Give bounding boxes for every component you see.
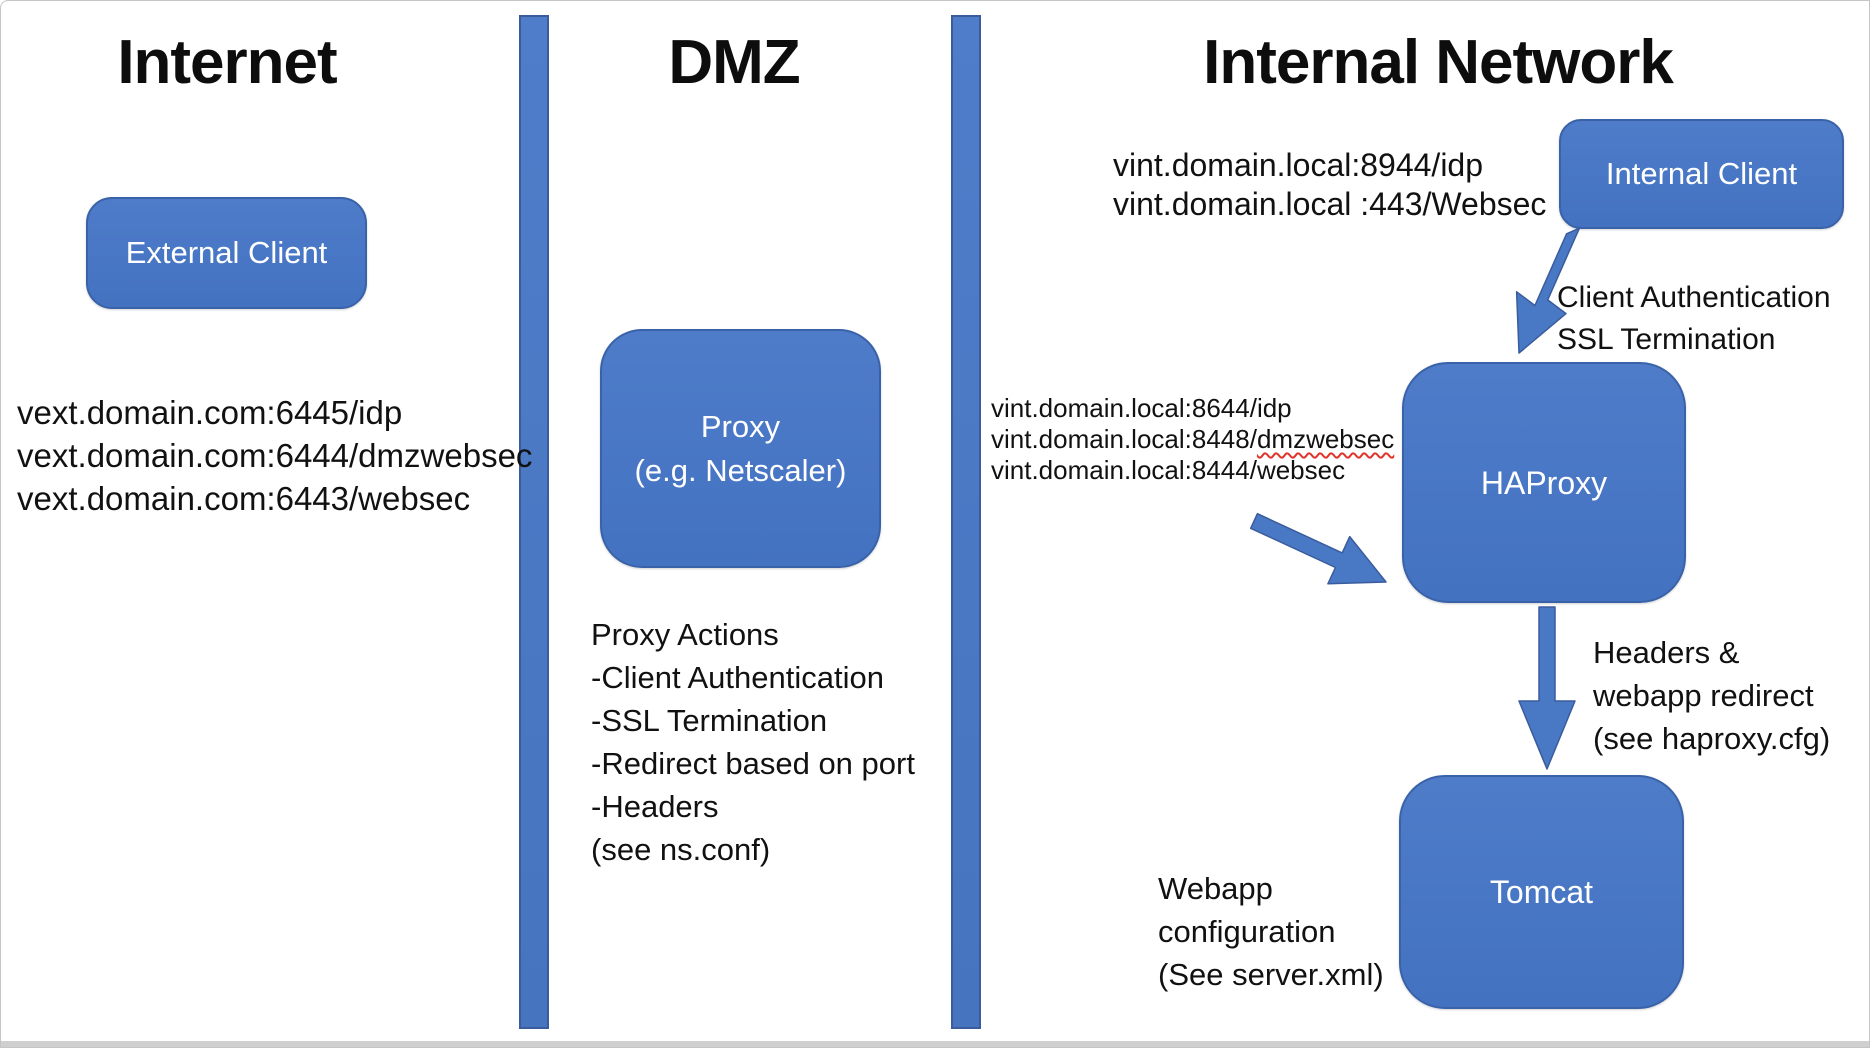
endpoint-line: vext.domain.com:6444/dmzwebsec — [17, 437, 533, 474]
endpoint-line: vint.domain.local :443/Websec — [1113, 186, 1547, 222]
headers-note-line: Headers & — [1593, 635, 1740, 670]
webapp-note-line: (See server.xml) — [1158, 957, 1384, 992]
proxy-label-line2: (e.g. Netscaler) — [634, 452, 847, 488]
proxy-actions-line: -Headers — [591, 789, 719, 824]
zone-title-internal-network: Internal Network — [1203, 28, 1674, 97]
proxy-actions-line: -SSL Termination — [591, 703, 828, 738]
proxy-actions-line: -Redirect based on port — [591, 746, 915, 781]
haproxy-endpoints: vint.domain.local:8644/idp vint.domain.l… — [991, 393, 1394, 486]
tomcat-node: Tomcat — [1399, 775, 1684, 1009]
endpoint-line: vint.domain.local:8444/websec — [991, 455, 1346, 485]
canvas-bottom-edge — [1, 1041, 1869, 1047]
internal-client-label: Internal Client — [1605, 156, 1798, 191]
headers-note-line: webapp redirect — [1593, 678, 1814, 713]
proxy-actions-line: Proxy Actions — [591, 617, 779, 652]
webapp-note-line: configuration — [1158, 914, 1336, 949]
proxy-actions-line: (see ns.conf) — [591, 832, 771, 867]
client-auth-note: Client Authentication SSL Termination — [1557, 277, 1831, 361]
webapp-config-note: Webapp configuration (See server.xml) — [1158, 867, 1384, 996]
proxy-actions: Proxy Actions -Client Authentication -SS… — [591, 613, 915, 871]
haproxy-node: HAProxy — [1402, 362, 1686, 603]
zone-divider-dmz-internal — [951, 15, 981, 1029]
external-client-label: External Client — [125, 235, 328, 270]
arrow-haproxy-to-tomcat — [1518, 606, 1576, 770]
proxy-actions-line: -Client Authentication — [591, 660, 884, 695]
endpoint-line: vint.domain.local:8644/idp — [991, 393, 1292, 423]
external-client-node: External Client — [86, 197, 367, 309]
proxy-label-line1: Proxy — [700, 408, 781, 444]
endpoint-line-misspelled: dmzwebsec — [1256, 424, 1395, 454]
endpoint-line: vext.domain.com:6445/idp — [17, 394, 403, 431]
headers-note-line: (see haproxy.cfg) — [1593, 721, 1831, 756]
zone-divider-internet-dmz — [519, 15, 549, 1029]
tomcat-label: Tomcat — [1489, 874, 1594, 910]
zone-title-internet: Internet — [117, 28, 337, 97]
proxy-node: Proxy (e.g. Netscaler) — [600, 329, 881, 568]
zone-title-dmz: DMZ — [668, 28, 800, 97]
haproxy-label: HAProxy — [1480, 464, 1608, 501]
endpoint-line: vint.domain.local:8448/dmzwebsec — [991, 424, 1394, 455]
internal-client-endpoints: vint.domain.local:8944/idp vint.domain.l… — [1113, 146, 1546, 224]
internal-client-node: Internal Client — [1559, 119, 1844, 229]
endpoint-line-prefix: vint.domain.local:8448/ — [991, 424, 1257, 454]
client-auth-note-line: SSL Termination — [1557, 323, 1776, 356]
external-endpoints: vext.domain.com:6445/idp vext.domain.com… — [17, 391, 532, 520]
webapp-note-line: Webapp — [1158, 871, 1273, 906]
arrow-endpoints-to-haproxy — [1249, 512, 1387, 585]
endpoint-line: vext.domain.com:6443/websec — [17, 480, 471, 517]
endpoint-line: vint.domain.local:8944/idp — [1113, 147, 1484, 183]
client-auth-note-line: Client Authentication — [1557, 281, 1831, 314]
headers-redirect-note: Headers & webapp redirect (see haproxy.c… — [1593, 631, 1830, 760]
